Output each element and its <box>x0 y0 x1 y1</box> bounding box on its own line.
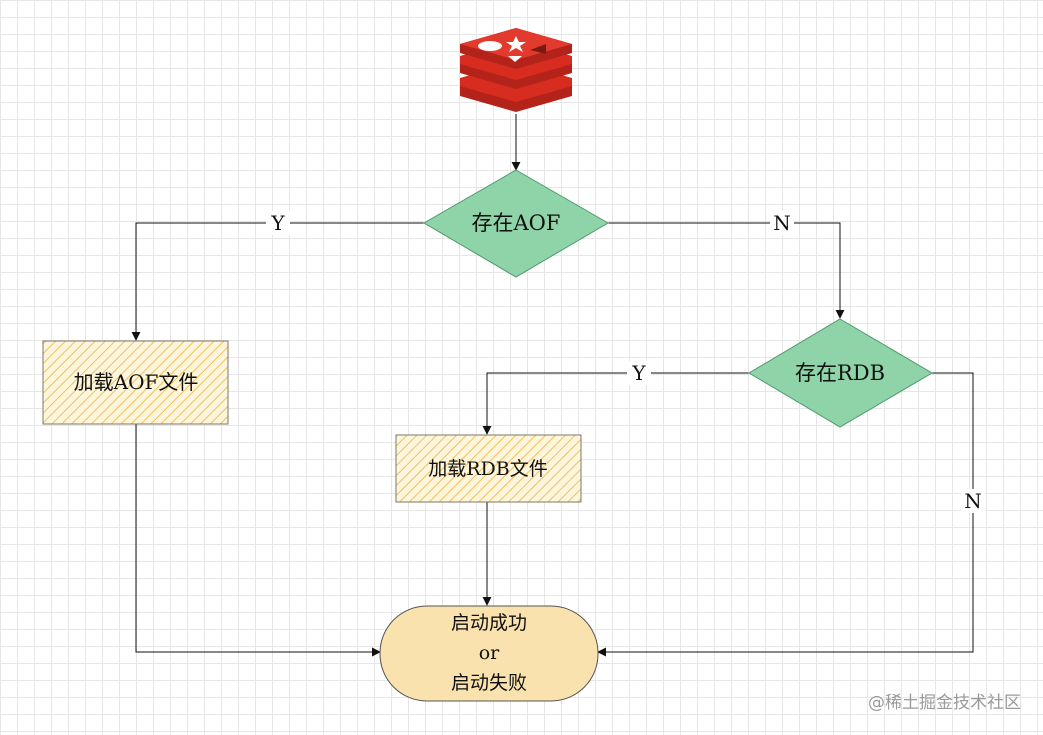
edge-rdb-no <box>597 372 974 657</box>
decision-aof: 存在AOF <box>423 169 609 278</box>
edge-aof-no <box>608 222 845 319</box>
edge-aof-yes <box>131 222 424 341</box>
edge-rdb-yes <box>482 372 749 435</box>
process-load-rdb-text: 加载RDB文件 <box>428 458 548 480</box>
edge-load-aof-to-result <box>135 424 381 657</box>
label-aof-yes: Y <box>270 211 285 235</box>
result-line-3: 启动失败 <box>451 672 527 694</box>
decision-aof-text: 存在AOF <box>472 211 561 235</box>
decision-rdb-text: 存在RDB <box>795 361 885 385</box>
terminal-result: 启动成功 or 启动失败 <box>379 605 599 702</box>
process-load-rdb: 加载RDB文件 <box>395 434 582 503</box>
watermark: @稀土掘金技术社区 <box>868 693 1021 713</box>
redis-logo-icon <box>460 28 572 112</box>
label-aof-no: N <box>773 211 791 235</box>
process-load-aof: 加载AOF文件 <box>42 340 229 425</box>
edge-labels: Y N Y N <box>266 211 985 513</box>
label-rdb-yes: Y <box>631 361 646 385</box>
result-line-1: 启动成功 <box>451 612 527 634</box>
process-load-aof-text: 加载AOF文件 <box>74 370 199 394</box>
decision-rdb: 存在RDB <box>748 318 933 428</box>
label-rdb-no: N <box>964 489 982 513</box>
result-line-2: or <box>479 642 500 664</box>
